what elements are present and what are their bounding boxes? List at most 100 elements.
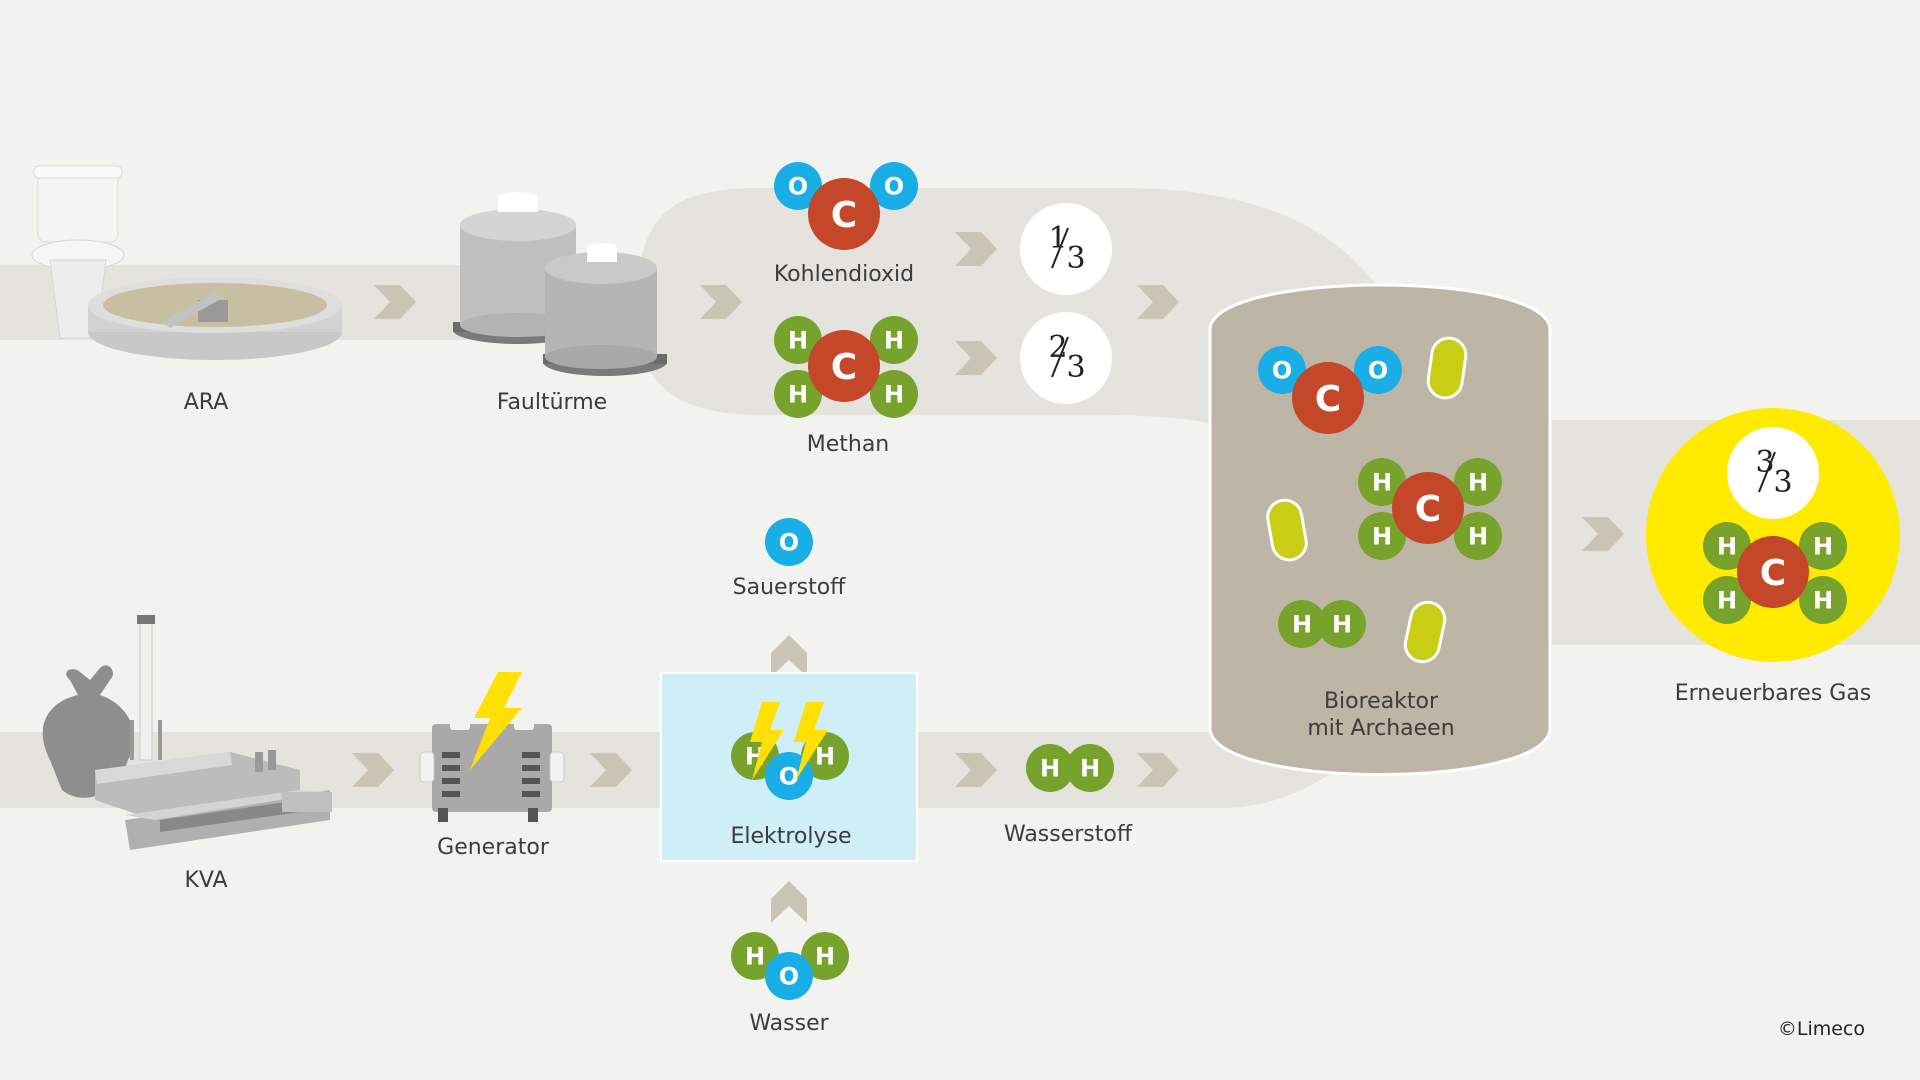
label-kohlendioxid: Kohlendioxid: [774, 262, 914, 287]
arrow-up: [771, 881, 807, 923]
atom-symbol: C: [1415, 489, 1441, 530]
atom-h: [1703, 576, 1751, 624]
atom-symbol: H: [1372, 523, 1392, 551]
fraction-one-third: 1 3: [1020, 203, 1112, 295]
atom-h: [1703, 522, 1751, 570]
atom-symbol: H: [1332, 611, 1352, 639]
label-methan: Methan: [807, 432, 890, 457]
arrow-right: [590, 753, 632, 787]
atom-h: [870, 316, 918, 364]
atom-c: [1737, 536, 1809, 608]
lightning-icon: [470, 672, 522, 770]
generator-illustration: [419, 672, 565, 822]
fraction-three-thirds: 3 3: [1727, 427, 1819, 519]
atom-symbol: O: [779, 963, 799, 991]
atom-h: [1454, 512, 1502, 560]
trash-bag-icon: [42, 665, 134, 798]
atom-symbol: H: [884, 327, 904, 355]
fraction-denominator: 3: [1773, 465, 1792, 500]
atom-o: [1354, 346, 1402, 394]
arrow-right: [955, 753, 997, 787]
label-wasser: Wasser: [749, 1011, 829, 1036]
digestion-towers-illustration: [453, 192, 667, 376]
atom-h: [1799, 576, 1847, 624]
fraction-denominator: 3: [1066, 241, 1085, 276]
atom-c: [808, 178, 880, 250]
fraction-numerator: 1: [1048, 221, 1067, 256]
atom-c: [1392, 472, 1464, 544]
atom-h: [1358, 458, 1406, 506]
arrow-right: [352, 753, 394, 787]
atom-symbol: H: [1040, 755, 1060, 783]
atom-symbol: O: [788, 173, 808, 201]
label-faultuerme: Faultürme: [497, 390, 607, 415]
fraction-two-thirds: 2 3: [1020, 312, 1112, 404]
label-generator: Generator: [437, 835, 550, 860]
atom-symbol: H: [1813, 587, 1833, 615]
atom-symbol: H: [745, 943, 765, 971]
atom-o: [765, 518, 813, 566]
atom-o: [870, 162, 918, 210]
lightning-icon: [750, 702, 784, 780]
atom-symbol: H: [1468, 469, 1488, 497]
atom-o: [765, 952, 813, 1000]
atom-symbol: H: [1717, 533, 1737, 561]
atom-h: [774, 370, 822, 418]
atom-o: [1258, 346, 1306, 394]
atom-h: [1454, 458, 1502, 506]
atom-symbol: H: [884, 381, 904, 409]
atom-symbol: H: [815, 743, 835, 771]
archaea-capsule: [1426, 336, 1468, 400]
arrow-right: [1137, 285, 1179, 319]
molecule-co2-bioreactor: O OC: [1258, 346, 1402, 434]
arrow-right: [700, 285, 742, 319]
atom-symbol: O: [779, 529, 799, 557]
atom-o: [774, 162, 822, 210]
atom-symbol: C: [1760, 553, 1786, 594]
atom-symbol: O: [1368, 357, 1388, 385]
label-elektrolyse: Elektrolyse: [730, 824, 851, 849]
atom-symbol: H: [1813, 533, 1833, 561]
atom-symbol: O: [1272, 357, 1292, 385]
atom-h: [1026, 744, 1074, 792]
atom-symbol: C: [831, 347, 857, 388]
labels: ARA Faultürme Kohlendioxid Methan Sauers…: [184, 262, 1872, 1040]
atom-h: [801, 932, 849, 980]
atom-symbol: O: [779, 763, 799, 791]
atom-h: [774, 316, 822, 364]
arrow-right: [955, 341, 997, 375]
label-wasserstoff: Wasserstoff: [1004, 822, 1133, 847]
arrow-right: [955, 232, 997, 266]
flow-bands: [0, 188, 1920, 808]
atom-symbol: H: [1717, 587, 1737, 615]
atom-symbol: H: [1292, 611, 1312, 639]
clarifier-basin-icon: [88, 277, 342, 360]
arrow-right: [1137, 753, 1179, 787]
label-bioreaktor-line2: mit Archaeen: [1307, 716, 1454, 741]
flow-arrows: [352, 232, 1624, 923]
label-kva: KVA: [184, 868, 227, 893]
atom-h: [1066, 744, 1114, 792]
label-bioreaktor-line1: Bioreaktor: [1324, 689, 1439, 714]
ara-illustration: [31, 165, 342, 360]
atom-symbol: H: [788, 381, 808, 409]
atom-symbol: H: [1468, 523, 1488, 551]
lightning-icon: [794, 702, 828, 780]
label-sauerstoff: Sauerstoff: [733, 575, 847, 600]
atom-symbol: C: [1315, 379, 1341, 420]
atom-h: [1799, 522, 1847, 570]
arrow-right: [1582, 517, 1624, 551]
fraction-numerator: 3: [1755, 445, 1774, 480]
atom-h: [1318, 600, 1366, 648]
atom-c: [808, 330, 880, 402]
kva-illustration: [42, 615, 332, 850]
fraction-denominator: 3: [1066, 350, 1085, 385]
